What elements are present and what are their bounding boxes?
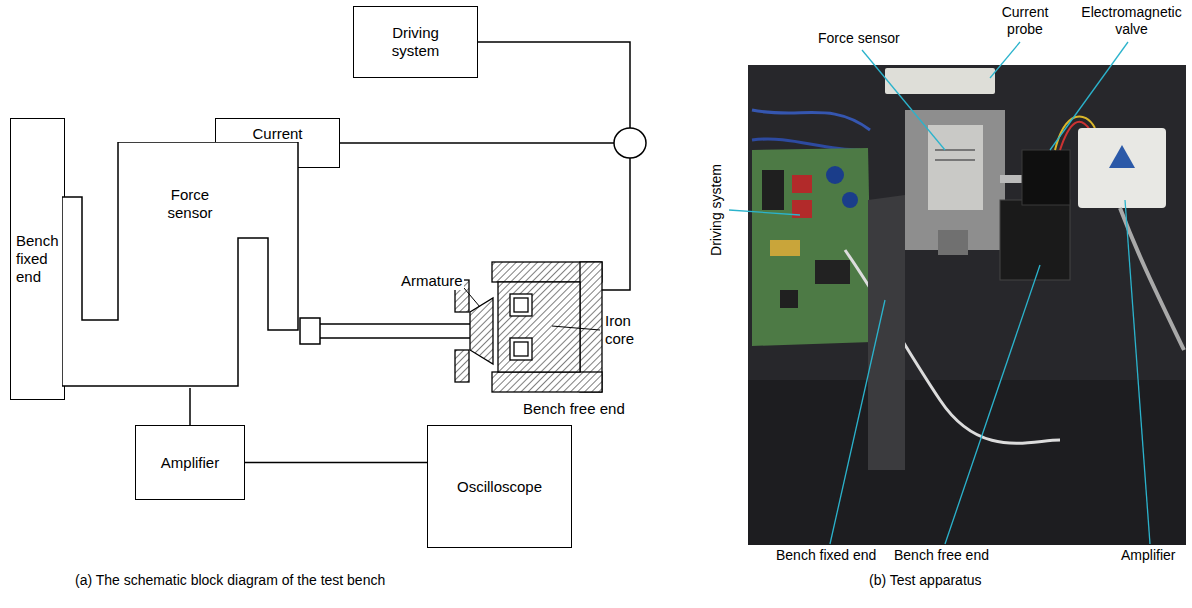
capacitor — [826, 166, 844, 184]
relay — [792, 200, 812, 218]
rod-connector — [300, 318, 320, 344]
amplifier-box — [1078, 128, 1166, 208]
photo-label: Bench free end — [893, 547, 990, 564]
leader-line — [464, 288, 480, 307]
photo-leaders — [729, 42, 1150, 544]
table — [748, 380, 1186, 545]
rod — [1000, 175, 1025, 183]
leader-line — [1050, 42, 1128, 150]
housing — [492, 372, 602, 392]
part-label: Armature — [400, 272, 464, 290]
valve — [1022, 150, 1070, 205]
node-text-group: Oscilloscope — [457, 478, 542, 496]
photo-label: Bench fixed end — [775, 547, 877, 564]
coil-slot — [510, 338, 532, 360]
photo-ground — [748, 65, 1186, 545]
node-text: Bench fixed end — [16, 232, 60, 286]
armature — [470, 298, 493, 364]
component — [770, 240, 800, 256]
probe-wire — [340, 142, 614, 144]
photo-label: Driving system — [708, 163, 725, 257]
figure-caption: (b) Test apparatus — [868, 572, 983, 589]
push-rod — [300, 318, 472, 344]
bench-fixed-end-box: Bench fixed end — [10, 118, 65, 400]
cable — [1120, 208, 1184, 350]
node-text-group: Amplifier — [161, 454, 219, 472]
photo-label: Current probe — [996, 4, 1054, 38]
iron-core-symbol — [492, 262, 602, 392]
node-text: Force sensor — [150, 186, 230, 222]
leader-line — [990, 42, 1020, 78]
connector-line — [245, 462, 427, 464]
wire — [602, 158, 630, 290]
leader-line — [1125, 200, 1150, 544]
node-text-group: Bench fixed end — [16, 232, 60, 286]
logo — [1109, 145, 1135, 168]
photo-label: Amplifier — [1120, 547, 1176, 564]
sensor-plate — [928, 125, 983, 210]
apparatus-photo — [748, 65, 1186, 545]
sticker — [935, 159, 975, 161]
free-end-block — [1000, 200, 1070, 280]
coil-slot — [510, 294, 532, 316]
leader-line — [945, 265, 1040, 544]
sticker — [935, 149, 975, 151]
sensor-mount — [905, 110, 1005, 250]
rod-edge — [320, 337, 472, 339]
pcb — [752, 148, 872, 346]
probe-body — [885, 68, 995, 94]
photo-label: Electromagnetic valve — [1073, 4, 1190, 38]
part-label: Iron core — [604, 312, 648, 348]
leader-line — [862, 50, 945, 150]
coil — [514, 298, 528, 312]
driving-system-box: Driving system — [353, 6, 478, 78]
leader-line — [552, 326, 600, 330]
oscilloscope-box: Oscilloscope — [427, 425, 572, 548]
coil-wire — [340, 42, 646, 290]
coil — [514, 342, 528, 356]
fixed-bracket — [868, 195, 905, 470]
capacitor — [842, 192, 858, 208]
chip — [762, 170, 784, 210]
leader-line — [830, 300, 885, 544]
wire — [752, 139, 860, 150]
node-text-group: Force sensor — [150, 186, 230, 222]
part-label: Bench free end — [522, 400, 626, 418]
chip — [780, 290, 798, 308]
relay — [792, 175, 812, 193]
wire — [478, 42, 630, 128]
node-text: Driving system — [376, 24, 456, 60]
leader-lines — [464, 288, 600, 330]
amplifier-box: Amplifier — [135, 425, 245, 500]
sensor-outline-path — [62, 142, 298, 386]
node-text: Oscilloscope — [457, 478, 542, 496]
leader-line — [729, 210, 800, 215]
wire — [752, 110, 870, 130]
probe-clamp — [614, 128, 646, 158]
sensor-plug — [938, 230, 968, 255]
node-text: Amplifier — [161, 454, 219, 472]
connector-line — [189, 388, 191, 425]
photo-label: Force sensor — [817, 30, 901, 47]
plate — [455, 350, 469, 382]
rod-edge — [320, 323, 472, 325]
armature-symbol — [455, 280, 493, 382]
node-text-group: Driving system — [376, 24, 456, 60]
figure-caption: (a) The schematic block diagram of the t… — [74, 572, 386, 589]
chip — [815, 260, 850, 284]
sensor-outline — [62, 142, 300, 388]
force-sensor-body: Force sensor — [62, 142, 300, 388]
